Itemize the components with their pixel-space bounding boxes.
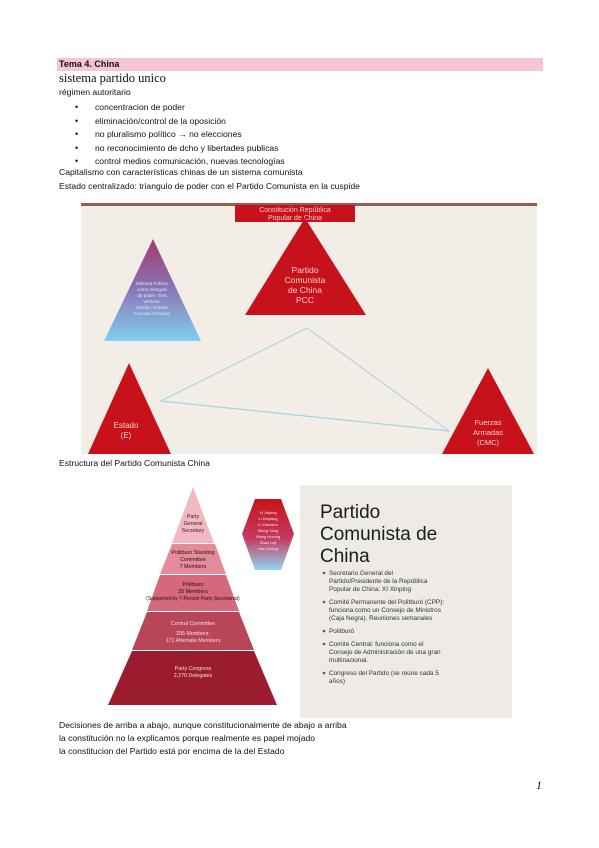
pyramid-level-central <box>132 612 254 650</box>
panel-item-text: Comité Central: funciona como el <box>329 641 423 648</box>
hexagon-member: Zhao Leji <box>260 540 277 545</box>
pyramid-text: 2,270 Delegates <box>174 673 213 679</box>
list-item: no pluralismo político → no elecciones <box>75 128 285 142</box>
page-subtitle: sistema partido unico <box>59 71 166 85</box>
hexagon-member: Li Zhanshu <box>258 522 278 527</box>
fuerzas-label: Armadas <box>473 428 503 437</box>
pcc-label: Partido <box>292 265 319 275</box>
top-border <box>81 203 537 206</box>
constitution-label: Constitución República <box>259 207 331 214</box>
panel-item-text: Comité Permanente del Politburó (CPP): <box>329 599 444 606</box>
list-item: control medios comunicación, nuevas tecn… <box>75 155 285 169</box>
pyramid-text: Party <box>187 514 200 520</box>
pyramid-level-secretary <box>172 487 214 543</box>
paragraph-capitalism: Capitalismo con características chinas d… <box>59 167 303 177</box>
pyramid-text: 7 Members <box>180 564 207 570</box>
panel-item-text: multinacional. <box>329 657 368 664</box>
pcc-label: Comunista <box>285 275 326 285</box>
page-title: Tema 4. China <box>59 59 120 69</box>
pyramid-level-standing <box>160 544 226 574</box>
hexagon-member: Li Keqiang <box>259 516 278 521</box>
panel-item-text: Partido/Presidente de la República <box>329 578 428 585</box>
hexagon-member: Wang Huning <box>256 534 280 539</box>
pyramid-text: 205 Members; <box>176 631 210 637</box>
panel-bullet <box>322 600 326 604</box>
panel-item-text: funciona como un Consejo de Ministros <box>329 607 441 614</box>
hexagon-member: Han Zheng <box>258 546 278 551</box>
pyramid-text: Committee <box>180 557 206 563</box>
page-number: 1 <box>536 778 542 792</box>
feature-list: concentracion de poder eliminación/contr… <box>75 101 285 169</box>
small-triangle-text: Sistema Político <box>136 281 169 286</box>
panel-item-text: Popular de China: XI Xinping <box>329 586 412 593</box>
title-highlight <box>57 58 543 71</box>
caption-party-structure: Estructura del Partido Comunista China <box>59 458 210 468</box>
panel-item-text: (Caja Negra). Reuniones semanales <box>329 615 432 622</box>
pyramid-text: Secretary <box>182 528 205 534</box>
pyramid-text: Politburo <box>183 582 204 588</box>
regime-line: régimen autoritario <box>59 87 131 97</box>
list-item: no reconocimiento de dcho y libertades p… <box>75 142 285 156</box>
estado-label: Estado <box>114 421 139 430</box>
panel-title: China <box>320 546 370 567</box>
pyramid-text: 171 Alternate Members <box>166 638 221 644</box>
fuerzas-label: (CMC) <box>477 438 500 447</box>
panel-item-text: Congreso del Partido (se reúne cada 5 <box>329 670 439 677</box>
standing-members-hexagon <box>242 499 294 570</box>
panel-title: Comunista de <box>320 524 437 545</box>
closing-line-3: la constitucion del Partido está por enc… <box>59 746 285 756</box>
pyramid-level-congress <box>108 651 277 705</box>
pyramid-text: General <box>184 521 203 527</box>
hexagon-member: Wang Yang <box>258 528 278 533</box>
fuerzas-triangle <box>442 368 534 454</box>
hexagon-member: Xi Jinping <box>259 510 276 515</box>
list-item: concentracion de poder <box>75 101 285 115</box>
pyramid-text: Central Committee <box>171 621 215 627</box>
small-triangle-text: como triangulo <box>137 287 168 292</box>
closing-line-1: Decisiones de arriba a abajo, aunque con… <box>59 720 347 730</box>
party-structure-figure: Party General Secretary Politburo Standi… <box>108 485 512 718</box>
pcc-label: de China <box>288 285 322 295</box>
panel-bullet <box>322 629 326 633</box>
panel-item-text: Politburó <box>329 628 355 635</box>
small-triangle-text: Fuerzas Armadas <box>134 311 171 316</box>
panel-item-text: años) <box>329 678 345 685</box>
small-system-triangle <box>104 239 201 341</box>
estado-label: (E) <box>121 431 132 440</box>
pyramid-level-politburo <box>147 575 239 611</box>
small-triangle-text: vértices: <box>143 299 160 304</box>
panel-title: Partido <box>320 502 380 523</box>
party-info-panel <box>300 485 512 718</box>
pcc-label: PCC <box>296 295 314 305</box>
pyramid-text: Party Congress <box>175 666 212 672</box>
small-triangle-text: Partido, Estado <box>136 305 168 310</box>
panel-item-text: Secretario General del <box>329 570 393 577</box>
pyramid-text: 25 Members <box>178 589 208 595</box>
constitution-box <box>235 205 355 222</box>
closing-line-2: la constitución no la explicamos porque … <box>59 733 316 743</box>
pyramid-text: Politburo Standing <box>171 550 214 556</box>
list-item: eliminación/control de la oposición <box>75 115 285 129</box>
panel-item-text: Consejo de Administración de una gran <box>329 649 441 656</box>
power-triangle-diagram: Constitución República Popular de China … <box>81 203 537 454</box>
small-triangle-text: de poder. Tres <box>137 293 167 298</box>
pyramid-text: (Supported by 7-Person Party Secretariat… <box>146 596 240 602</box>
pcc-triangle <box>245 218 366 315</box>
fuerzas-label: Fuerzas <box>474 418 501 427</box>
panel-bullet <box>322 571 326 575</box>
paragraph-centralized: Estado centralizado: triangulo de poder … <box>59 181 360 191</box>
panel-bullet <box>322 642 326 646</box>
triangle-base-line <box>160 400 450 432</box>
estado-triangle <box>88 363 171 454</box>
panel-bullet <box>322 671 326 675</box>
constitution-label: Popular de China <box>268 215 322 222</box>
